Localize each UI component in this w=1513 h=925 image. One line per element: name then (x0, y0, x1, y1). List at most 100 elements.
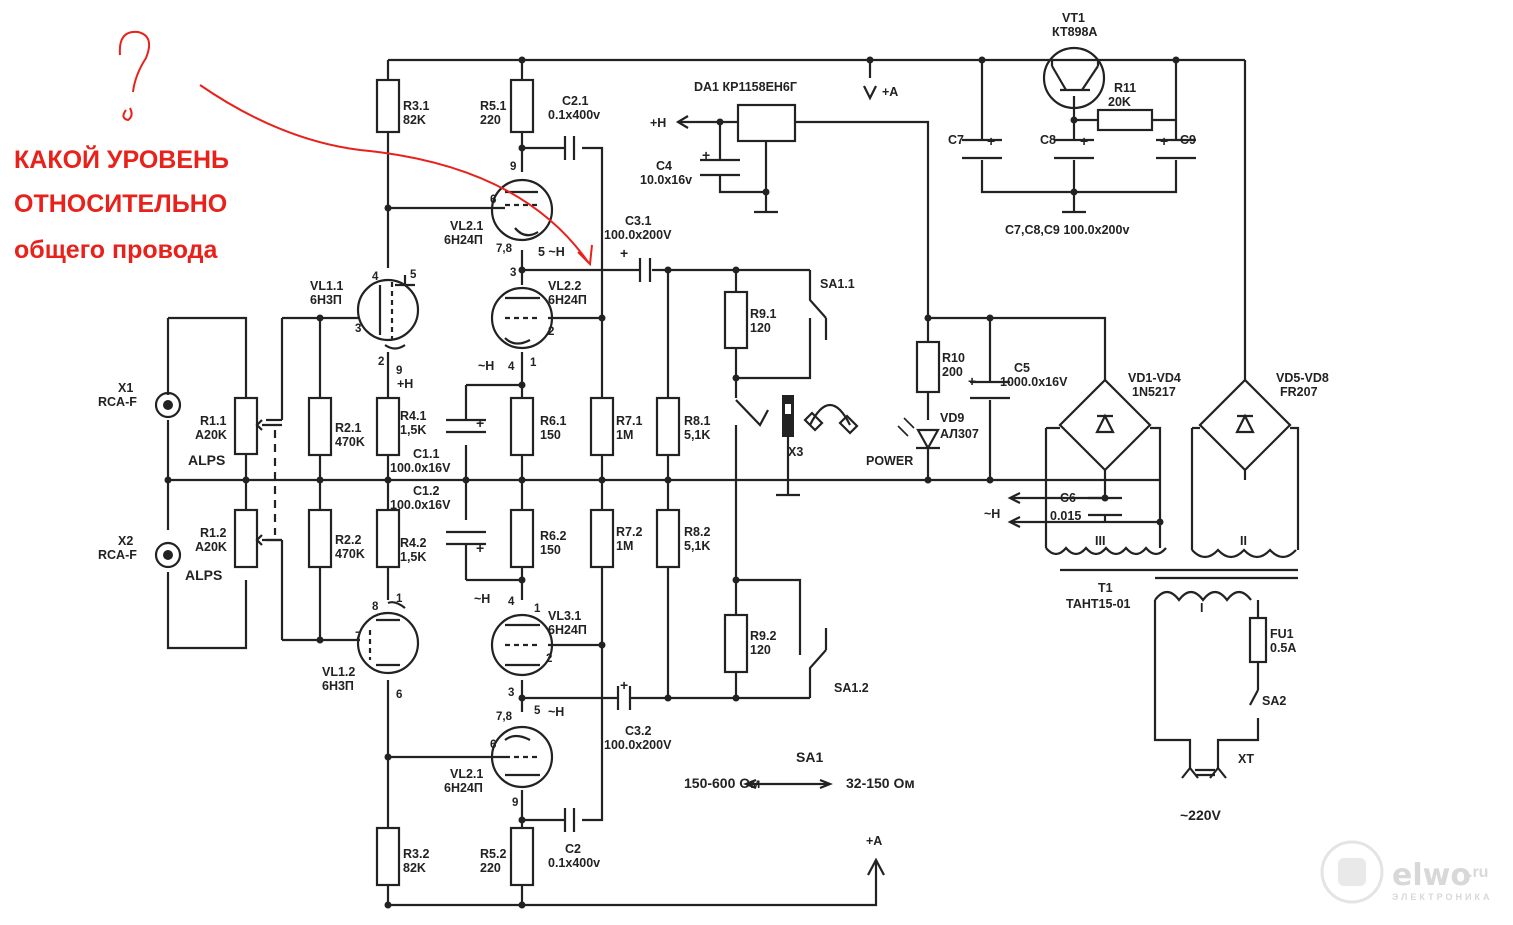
rca-socket-x1 (154, 391, 182, 419)
annotation-line-2: ОТНОСИТЕЛЬНО (14, 190, 227, 218)
transistor-vt1 (1042, 46, 1106, 110)
resistor-r7-2 (589, 508, 615, 569)
label-c9: C9 (1180, 133, 1196, 147)
resistor-r8-2 (655, 508, 681, 569)
resistor-r2-2 (307, 508, 333, 569)
resistor-r6-1 (509, 396, 535, 457)
resistor-r11 (1096, 108, 1154, 132)
svg-text:+: + (987, 133, 995, 149)
label-tilde-h-5: ~H (984, 507, 1000, 521)
annotation-line-1: КАКОЙ УРОВЕНЬ (14, 144, 229, 174)
question-mark-icon (118, 30, 151, 93)
potentiometer-r1-2 (233, 508, 259, 569)
svg-text:5: 5 (410, 269, 417, 281)
resistor-r9-2 (723, 613, 749, 674)
label-tilde-h-1: 5 ~H (538, 245, 565, 259)
semiconductors (736, 46, 1292, 472)
label-mains: ~220V (1180, 807, 1222, 823)
svg-text:+: + (1160, 133, 1168, 149)
svg-text:9: 9 (512, 797, 518, 809)
label-winding-3: III (1095, 534, 1105, 548)
pin-numbers: 4 5 3 2 9 8 1 7 6 9 6 7,8 3 2 4 1 4 1 2 … (355, 161, 554, 809)
label-winding-1: I (1200, 601, 1203, 615)
resistor-r4-2 (375, 508, 401, 569)
svg-text:+: + (702, 147, 710, 163)
svg-text:3: 3 (508, 687, 514, 699)
label-sa2: SA2 (1262, 694, 1286, 708)
label-xt: XT (1238, 752, 1254, 766)
resistor-r4-1 (375, 396, 401, 457)
svg-text:9: 9 (396, 365, 402, 377)
label-tilde-h-3: ~H (474, 592, 490, 606)
resistor-r6-2 (509, 508, 535, 569)
label-plus-h-tube: +H (397, 377, 413, 391)
label-plus-h: +H (650, 116, 666, 130)
resistors (233, 78, 1154, 887)
logo-icon (1338, 858, 1366, 886)
svg-text:2: 2 (548, 326, 554, 338)
junction-dots (164, 56, 1180, 909)
svg-text:+: + (476, 540, 484, 556)
label-x3: X3 (788, 445, 803, 459)
label-alps-2: ALPS (185, 567, 222, 583)
watermark-tagline: ЭЛЕКТРОНИКА (1392, 892, 1492, 902)
label-tilde-h-4: ~H (548, 705, 564, 719)
svg-text:4: 4 (372, 271, 379, 283)
resistor-r5-1 (509, 78, 535, 134)
svg-text:6: 6 (490, 739, 496, 751)
label-power: POWER (866, 454, 913, 468)
annotation-line-3: общего провода (14, 236, 219, 264)
label-sa1-left: 150-600 Ом (684, 775, 761, 791)
tube-vl2-1a (490, 178, 554, 242)
label-c8: C8 (1040, 133, 1056, 147)
label-tilde-h-2: ~H (478, 359, 494, 373)
tube-vl2-1b (490, 725, 554, 789)
svg-text:1: 1 (534, 603, 541, 615)
svg-text:+: + (620, 677, 628, 693)
potentiometer-r1-1 (233, 396, 259, 456)
svg-text:+: + (1080, 133, 1088, 149)
capacitors: ++ ++ +++ ++ (446, 133, 1196, 832)
watermark-brand: elwo (1392, 858, 1471, 893)
resistor-r8-1 (655, 396, 681, 457)
resistor-r3-1 (375, 78, 401, 134)
label-sa1-title: SA1 (796, 749, 823, 765)
svg-text:6: 6 (490, 194, 496, 206)
svg-text:5: 5 (534, 705, 541, 717)
label-plus-a-bottom: +A (866, 834, 882, 848)
label-plus-a-top: +A (882, 85, 898, 99)
svg-text:6: 6 (396, 689, 402, 701)
svg-text:2: 2 (378, 356, 384, 368)
